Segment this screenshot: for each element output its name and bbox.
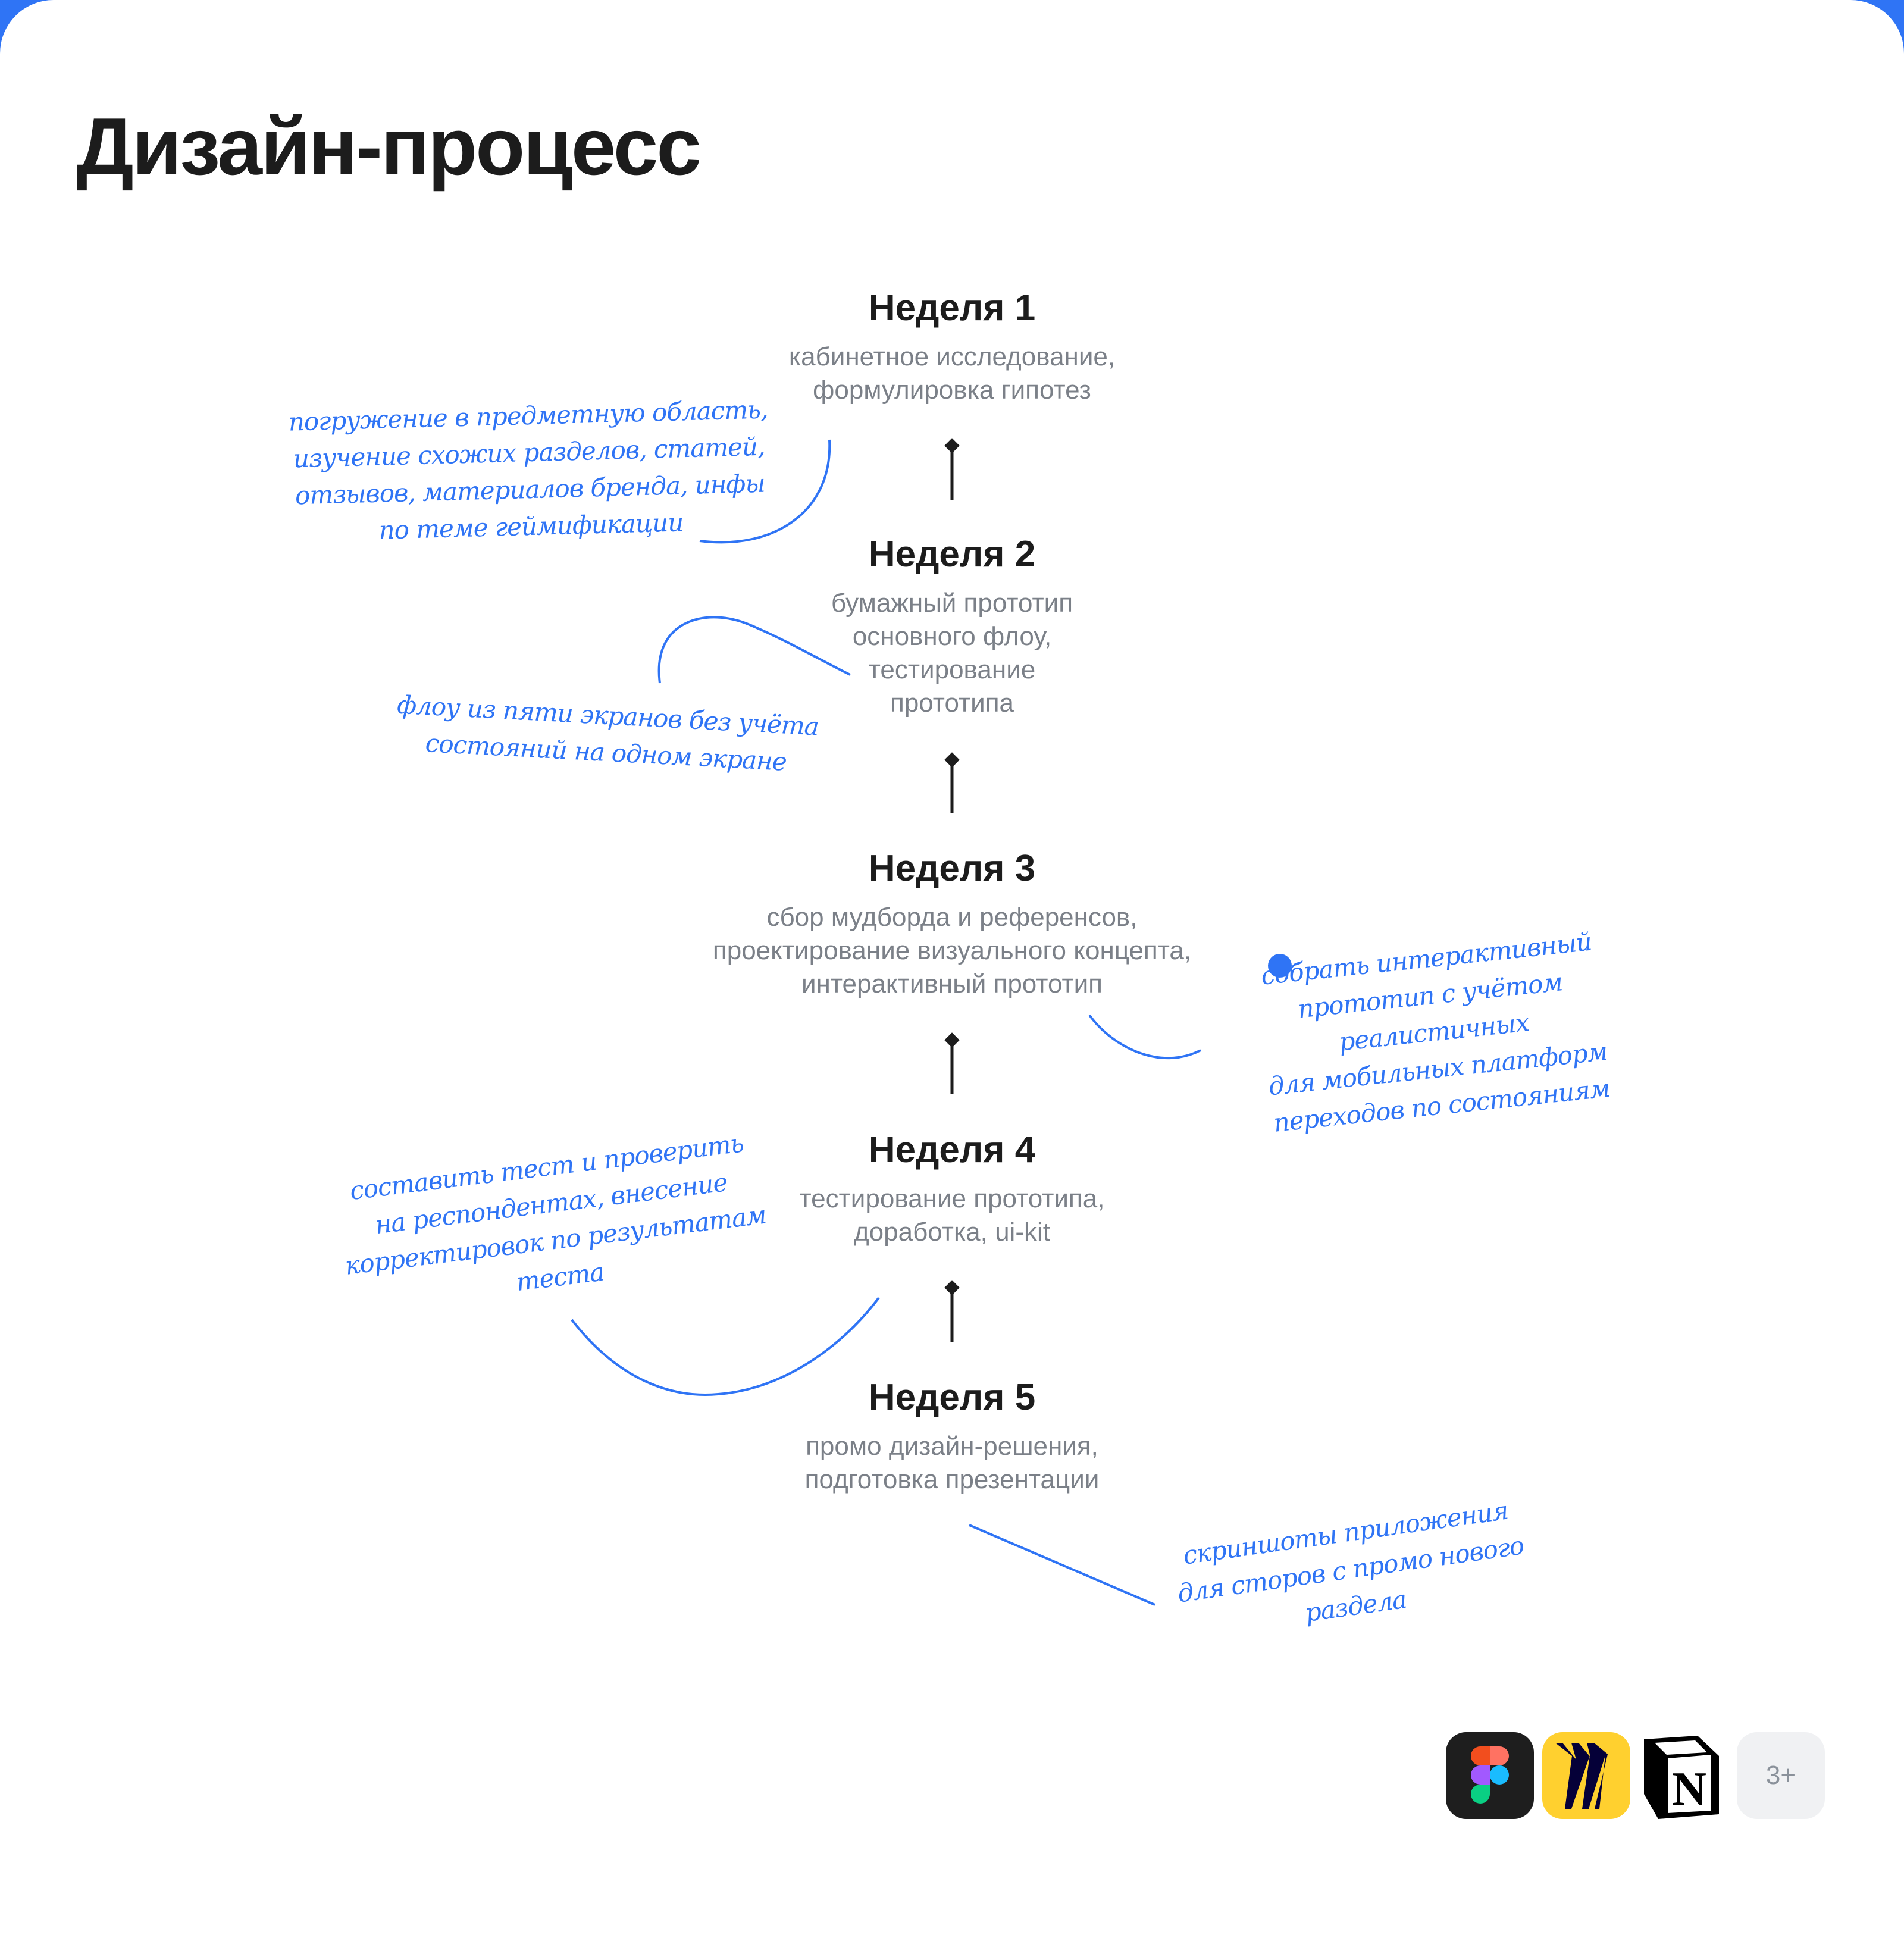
week-5: Неделя 5 промо дизайн-решения, подготовк… (595, 1374, 1309, 1497)
note-4-pointer (571, 1297, 880, 1396)
week-2: Неделя 2 бумажный прототип основного фло… (595, 531, 1309, 720)
week-description: тестирование прототипа, доработка, ui-ki… (799, 1184, 1105, 1247)
week-label: Неделя 5 (868, 1377, 1036, 1418)
note-3-pointer (1088, 1014, 1201, 1060)
week-description: промо дизайн-решения, подготовка презент… (804, 1432, 1100, 1494)
week-label: Неделя 1 (868, 287, 1036, 328)
more-tools-badge[interactable]: 3+ (1737, 1732, 1825, 1819)
notion-icon: N (1639, 1732, 1727, 1819)
week-1: Неделя 1 кабинетное исследование, формул… (595, 284, 1309, 407)
svg-text:N: N (1672, 1763, 1706, 1815)
note-5-pointer (969, 1524, 1155, 1606)
week-3: Неделя 3 сбор мудборда и референсов, про… (595, 845, 1309, 1001)
week-description: кабинетное исследование, формулировка ги… (788, 342, 1116, 405)
figma-icon (1446, 1732, 1534, 1819)
week-label: Неделя 4 (868, 1129, 1036, 1170)
week-label: Неделя 3 (868, 848, 1036, 889)
miro-icon (1542, 1732, 1630, 1819)
connector-2-3 (944, 752, 960, 813)
week-description: бумажный прототип основного флоу, тестир… (831, 588, 1073, 718)
connector-3-4 (944, 1032, 960, 1094)
connector-4-5 (944, 1280, 960, 1342)
page-title: Дизайн-процесс (76, 101, 702, 192)
annotation-week-1: погружение в предметную область, изучени… (288, 395, 768, 545)
note-2-pointer (657, 616, 851, 684)
week-description: сбор мудборда и референсов, проектирован… (712, 903, 1192, 998)
week-label: Неделя 2 (868, 534, 1036, 575)
connector-1-2 (944, 438, 960, 500)
note-1-pointer (699, 439, 831, 544)
week-4: Неделя 4 тестирование прототипа, доработ… (595, 1126, 1309, 1249)
bullet-dot (1268, 954, 1292, 978)
